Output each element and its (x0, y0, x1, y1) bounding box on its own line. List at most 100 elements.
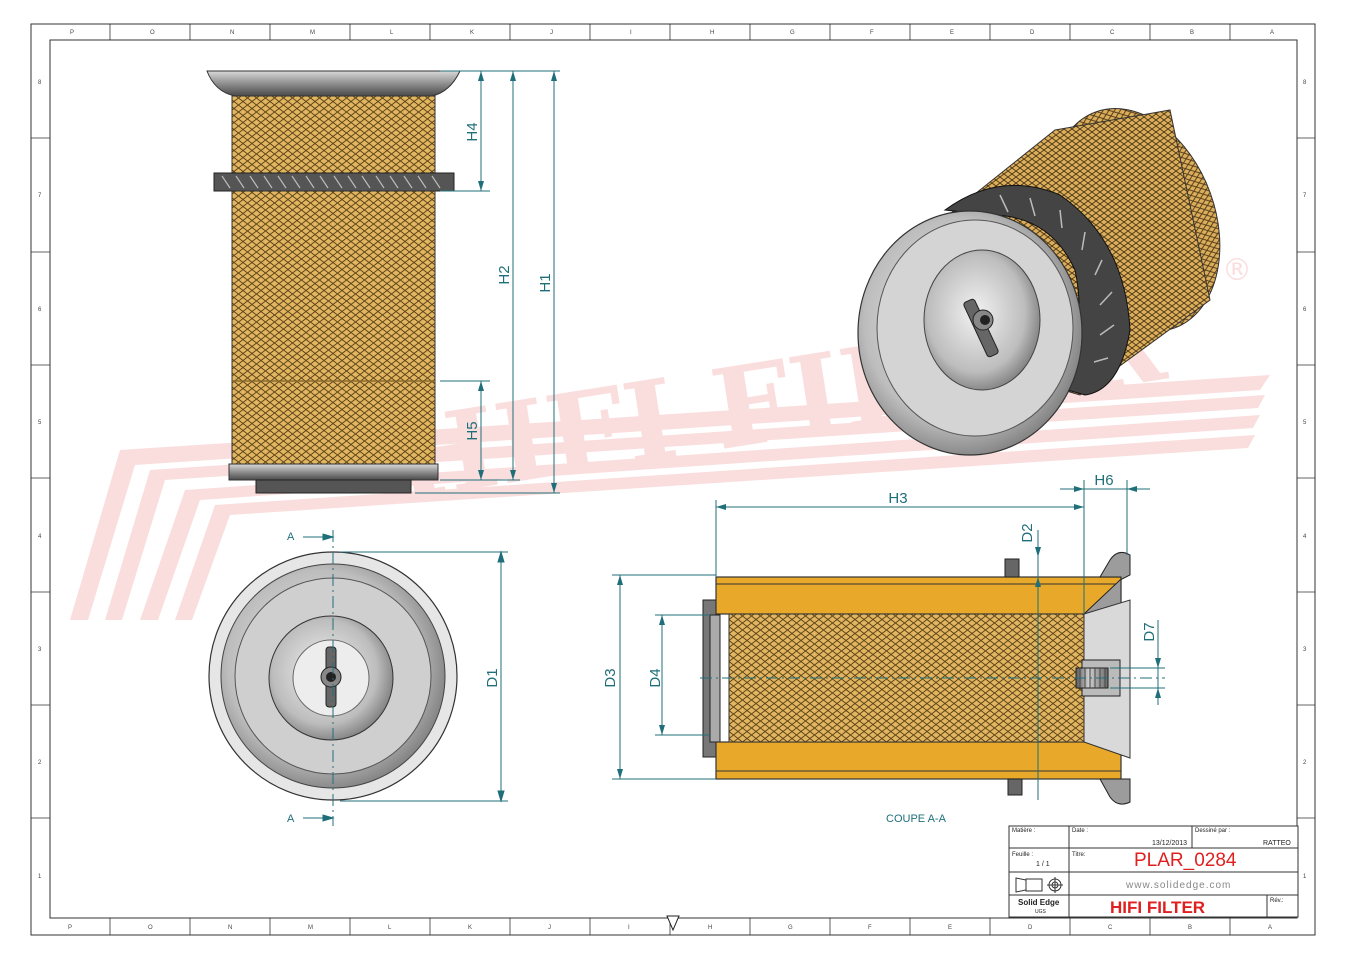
tb-titre-value: PLAR_0284 (1134, 850, 1237, 871)
dim-h5: H5 (464, 421, 481, 440)
dim-h3: H3 (888, 490, 907, 507)
dim-h6: H6 (1094, 472, 1113, 489)
section-mark-top: A (287, 531, 295, 543)
zone-labels-top: P O N M L K J I H G F E D C B A (70, 30, 1274, 36)
section-mark-bottom: A (287, 813, 295, 825)
zone-bottom-f: F (868, 925, 872, 931)
zone-left-6: 6 (38, 307, 42, 313)
zone-bottom-i: I (628, 925, 630, 931)
zone-labels-sides: 8 7 6 5 4 3 2 1 8 7 6 5 4 3 2 1 (38, 80, 1307, 880)
zone-right-2: 2 (1303, 760, 1307, 766)
projection-symbol-icon (1015, 877, 1063, 893)
tb-company: HIFI FILTER (1110, 898, 1205, 917)
iso-nut-hole (980, 315, 990, 325)
zone-left-3: 3 (38, 647, 42, 653)
zone-top-g: G (790, 30, 795, 36)
tb-matiere-label: Matière : (1012, 828, 1036, 834)
tb-date-label: Date : (1072, 828, 1088, 834)
section-right-end-cap (1082, 551, 1131, 615)
zone-bottom-n: N (228, 925, 232, 931)
zone-right-4: 4 (1303, 534, 1307, 540)
zone-top-e: E (950, 30, 954, 36)
bottom-nut-hole (326, 672, 336, 682)
zone-top-h: H (710, 30, 714, 36)
centering-arrow-mark (666, 915, 680, 932)
isometric-view (857, 108, 1221, 456)
zone-top-p: P (70, 30, 74, 36)
zone-left-4: 4 (38, 534, 42, 540)
dim-d3: D3 (602, 668, 619, 687)
d1-dimension (340, 550, 508, 803)
zone-bottom-k: K (468, 925, 472, 931)
zone-right-6: 6 (1303, 307, 1307, 313)
tb-feuille-value: 1 / 1 (1036, 861, 1050, 868)
tb-rev-label: Rév.: (1270, 898, 1284, 904)
tb-website: www.solidedge.com (1125, 880, 1231, 891)
tb-software: Solid Edge (1018, 898, 1060, 907)
zone-bottom-h: H (708, 925, 712, 931)
dim-h2: H2 (496, 265, 513, 284)
zone-right-8: 8 (1303, 80, 1307, 86)
outer-frame (30, 23, 1316, 936)
zone-left-2: 2 (38, 760, 42, 766)
zone-top-a: A (1270, 30, 1274, 36)
zone-top-l: L (390, 30, 394, 36)
zone-bottom-d: D (1028, 925, 1033, 931)
front-bottom-boss (255, 479, 412, 494)
zone-right-5: 5 (1303, 420, 1307, 426)
watermark-registered-mark: ® (1222, 253, 1252, 288)
zone-top-n: N (230, 30, 234, 36)
section-bottom-pin (1007, 778, 1023, 796)
zone-top-c: C (1110, 30, 1115, 36)
section-bottom-media (715, 741, 1122, 780)
zone-left-1: 1 (38, 874, 42, 880)
tb-date-value: 13/12/2013 (1152, 840, 1187, 847)
zone-bottom-c: C (1108, 925, 1113, 931)
zone-right-3: 3 (1303, 647, 1307, 653)
tb-designer-label: Dessiné par : (1195, 828, 1231, 834)
title-block (1008, 825, 1299, 918)
dim-h1: H1 (537, 273, 554, 292)
section-title: COUPE A-A (886, 813, 947, 825)
tb-feuille-label: Feuille : (1012, 852, 1033, 858)
section-dimension-arrows (617, 486, 1161, 779)
watermark-stripe-3 (140, 415, 1260, 620)
front-seal-ring (213, 172, 455, 192)
zone-bottom-m: M (308, 925, 313, 931)
watermark-stripe-2 (105, 395, 1265, 620)
zone-bottom-j: J (548, 925, 551, 931)
iso-seal-ribs (999, 194, 1115, 363)
zone-top-i: I (630, 30, 632, 36)
zone-ticks (31, 24, 1315, 935)
front-main-media (231, 190, 436, 465)
front-view (206, 70, 461, 494)
zone-left-7: 7 (38, 193, 42, 199)
tb-titre-label: Titre: (1072, 852, 1086, 858)
zone-right-7: 7 (1303, 193, 1307, 199)
front-dimensions (415, 70, 560, 494)
dim-h4: H4 (464, 122, 481, 141)
section-view (700, 551, 1165, 805)
zone-bottom-l: L (388, 925, 392, 931)
zone-bottom-e: E (948, 925, 952, 931)
zone-top-f: F (870, 30, 874, 36)
dim-d7: D7 (1141, 622, 1158, 641)
dim-d4: D4 (647, 668, 664, 687)
section-marks (303, 533, 335, 822)
dim-d1: D1 (484, 668, 501, 687)
zone-left-5: 5 (38, 420, 42, 426)
section-right-bottom-cap (1099, 778, 1131, 805)
zone-top-m: M (310, 30, 315, 36)
zone-top-k: K (470, 30, 474, 36)
section-top-pin (1004, 558, 1020, 578)
zone-top-o: O (150, 30, 155, 36)
tb-software-sub: UGS (1035, 909, 1047, 915)
front-top-flange (206, 70, 461, 97)
zone-bottom-b: B (1188, 925, 1192, 931)
section-top-media (715, 576, 1122, 615)
zone-top-b: B (1190, 30, 1194, 36)
front-bottom-cap (228, 463, 439, 481)
tb-designer-value: RATTEO (1263, 840, 1291, 847)
front-upper-media (231, 95, 436, 174)
